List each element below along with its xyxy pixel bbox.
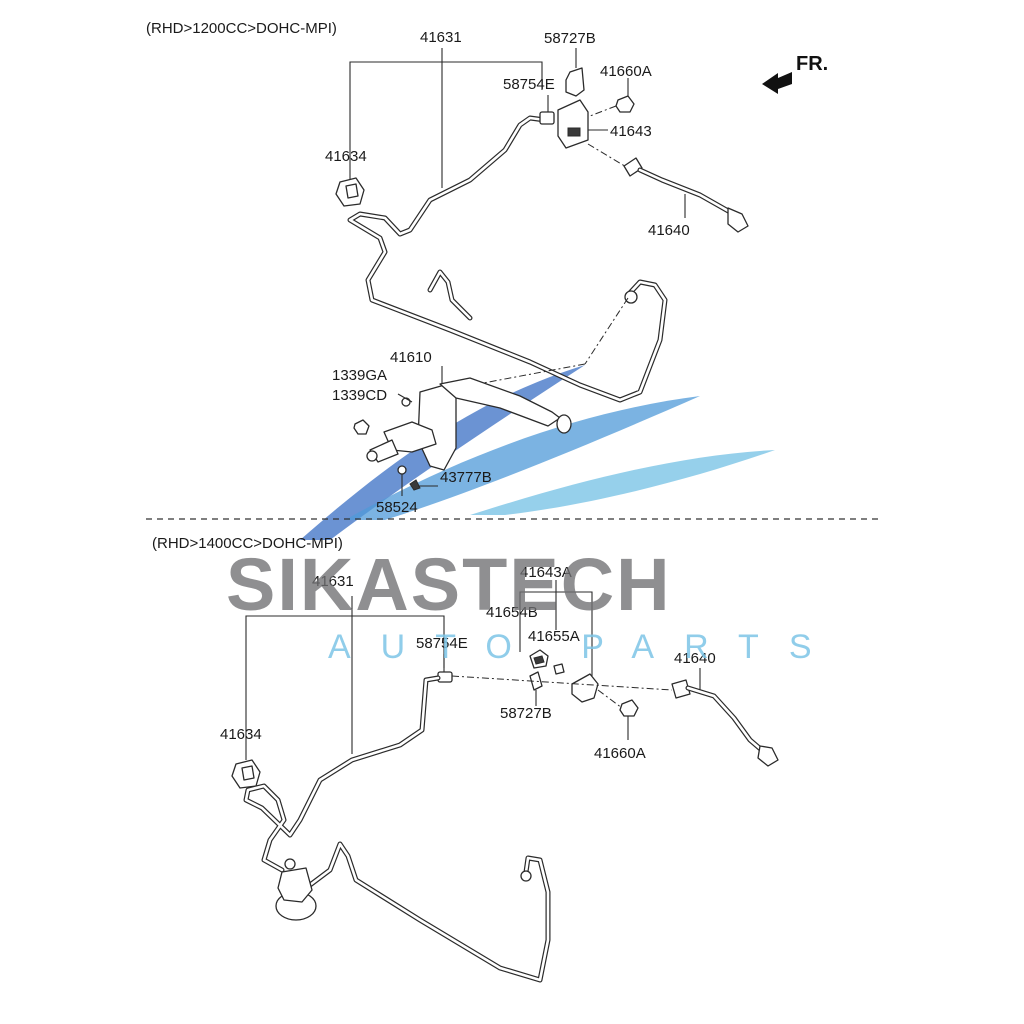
bracket-41643-top xyxy=(557,99,608,149)
label-58727b-bottom: 58727B xyxy=(500,705,552,722)
label-41610: 41610 xyxy=(390,349,432,366)
clip-58524 xyxy=(397,465,407,496)
master-cylinder-41610 xyxy=(366,366,572,471)
bracket-41631-top xyxy=(349,61,543,188)
pin-43777b xyxy=(409,479,438,491)
bolt-41660a-top xyxy=(589,78,635,117)
label-41654b: 41654B xyxy=(486,604,538,621)
clip-41634-bottom xyxy=(231,759,261,789)
grommet-41654b xyxy=(529,649,549,669)
clip-58727b-bottom xyxy=(529,671,543,706)
swoosh-light-blue xyxy=(470,450,775,515)
hose-41640-top xyxy=(587,143,749,233)
watermark: SIKASTECH AUTO PARTS xyxy=(226,543,842,666)
front-arrow-icon xyxy=(762,72,792,94)
section-header-1200cc: (RHD>1200CC>DOHC-MPI) xyxy=(146,20,337,37)
slave-cylinder-1400 xyxy=(275,858,317,921)
bracket-41631-bottom xyxy=(245,596,445,760)
spacer-41655a xyxy=(553,663,565,675)
fitting-58754e-top xyxy=(539,95,555,125)
label-41655a: 41655A xyxy=(528,628,580,645)
swoosh-mid-blue xyxy=(345,396,700,520)
clutch-pipe-1400 xyxy=(243,675,551,983)
section-header-1400cc: (RHD>1400CC>DOHC-MPI) xyxy=(152,535,343,552)
label-1339ga: 1339GA xyxy=(332,367,387,384)
bracket-41643a xyxy=(571,673,599,703)
clutch-pipe-1200 xyxy=(347,115,668,403)
label-58754e: 58754E xyxy=(503,76,555,93)
label-41643: 41643 xyxy=(610,123,652,140)
label-41634-bottom: 41634 xyxy=(220,726,262,743)
label-41660a: 41660A xyxy=(600,63,652,80)
label-41640: 41640 xyxy=(648,222,690,239)
label-41634: 41634 xyxy=(325,148,367,165)
front-direction-indicator: FR. xyxy=(762,53,828,94)
label-41660a-bottom: 41660A xyxy=(594,745,646,762)
label-1339cd: 1339CD xyxy=(332,387,387,404)
label-58727b: 58727B xyxy=(544,30,596,47)
bracket-41643a-lines xyxy=(519,580,593,676)
hose-41640-bottom xyxy=(671,668,779,767)
label-41631: 41631 xyxy=(420,29,462,46)
label-41643a: 41643A xyxy=(520,564,572,581)
nut-1339cd xyxy=(353,419,370,435)
clip-58727b-top xyxy=(565,48,585,97)
watermark-brand: SIKASTECH xyxy=(226,543,672,626)
bolt-41660a-bottom xyxy=(597,689,639,740)
clip-41634-top xyxy=(335,177,365,207)
label-58754e-bottom: 58754E xyxy=(416,635,468,652)
label-41640-bottom: 41640 xyxy=(674,650,716,667)
label-43777b: 43777B xyxy=(440,469,492,486)
label-58524: 58524 xyxy=(376,499,418,516)
watermark-tagline: AUTO PARTS xyxy=(328,628,842,666)
front-label: FR. xyxy=(796,53,828,75)
label-41631-bottom: 41631 xyxy=(312,573,354,590)
